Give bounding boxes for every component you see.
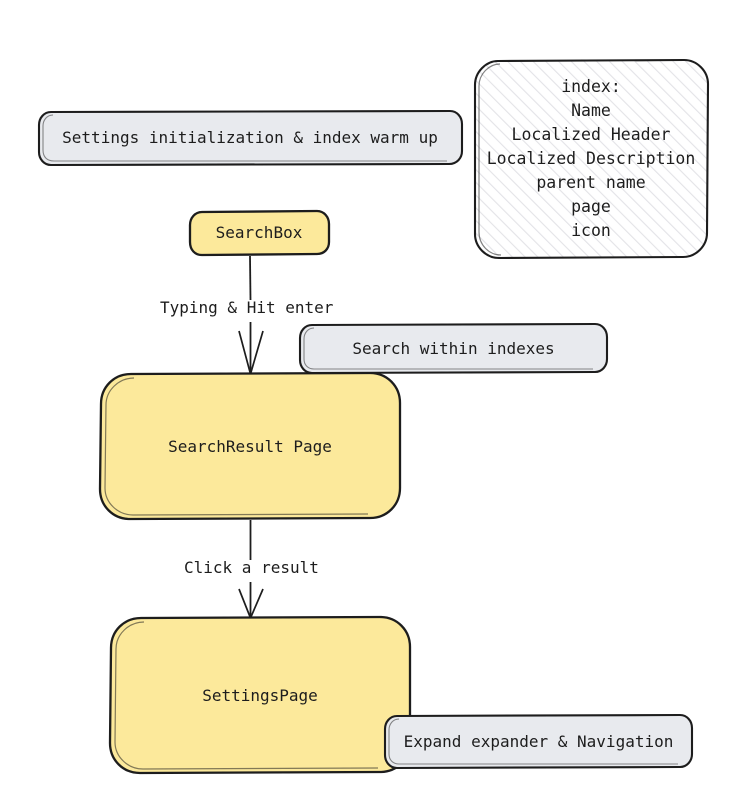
node-search-within-indexes-shape xyxy=(298,322,609,375)
node-settings-page-shape xyxy=(108,615,412,775)
node-index-sketch-stroke xyxy=(478,63,502,256)
edge-results-to-settings xyxy=(238,520,264,619)
node-search-result-page-shape xyxy=(98,371,402,521)
edge-searchbox-to-results xyxy=(238,255,264,375)
arrowhead-left-barb xyxy=(238,330,252,375)
node-expand-expander-shape xyxy=(383,713,694,770)
edge-label-typing-hit-enter: Typing & Hit enter xyxy=(160,298,334,317)
node-settings-init[interactable] xyxy=(37,109,464,167)
edge-label-click-a-result: Click a result xyxy=(184,558,319,577)
node-search-box[interactable] xyxy=(188,209,331,257)
node-search-box-shape xyxy=(188,209,331,257)
arrowhead-left-barb xyxy=(238,588,252,619)
node-search-result-page[interactable] xyxy=(98,371,402,521)
node-expand-expander-sketch-stroke xyxy=(388,718,678,765)
node-search-within-indexes[interactable] xyxy=(298,322,609,375)
node-index[interactable] xyxy=(473,58,710,260)
node-settings-init-sketch-stroke xyxy=(42,114,447,162)
node-search-within-indexes-sketch-stroke xyxy=(303,327,593,370)
node-settings-page-sketch-stroke xyxy=(114,621,379,770)
node-index-shape xyxy=(473,58,710,260)
node-settings-init-shape xyxy=(37,109,464,167)
arrowhead-right-barb xyxy=(249,330,264,375)
node-expand-expander[interactable] xyxy=(383,713,694,770)
node-settings-page[interactable] xyxy=(108,615,412,775)
arrowhead-right-barb xyxy=(249,588,264,619)
node-search-result-page-sketch-stroke xyxy=(104,377,369,516)
